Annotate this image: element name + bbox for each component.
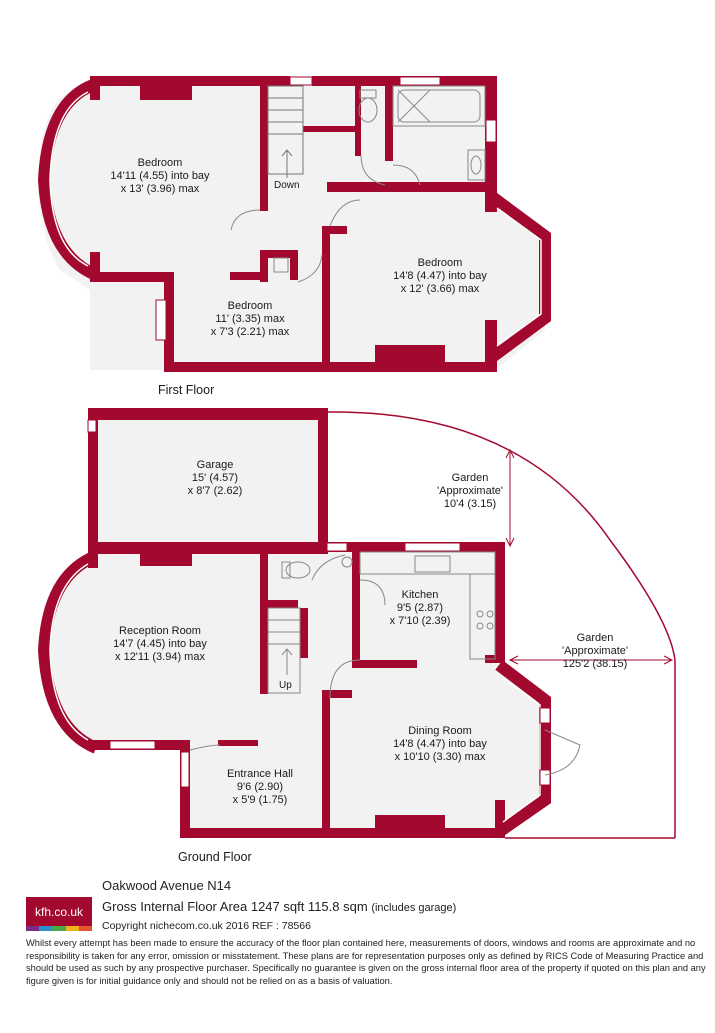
gross-internal-area: Gross Internal Floor Area 1247 sqft 115.…: [102, 899, 456, 914]
room-dimension: 14'8 (4.47) into bay: [393, 270, 487, 282]
first-floor-plan: [37, 76, 551, 372]
room-dimension: 125'2 (38.15): [562, 658, 628, 670]
room-name: Dining Room: [408, 725, 472, 737]
room-label-dining: Dining Room 14'8 (4.47) into bay x 10'10…: [360, 725, 520, 764]
logo-text: kfh.co.uk: [34, 905, 84, 919]
room-dimension: 'Approximate': [437, 485, 503, 497]
room-dimension: x 12' (3.66) max: [400, 283, 480, 295]
room-name: Reception Room: [119, 625, 201, 637]
kfh-logo: kfh.co.uk: [26, 897, 93, 931]
room-dimension: x 12'11 (3.94) max: [115, 651, 205, 663]
room-dimension: 9'5 (2.87): [396, 602, 444, 614]
room-label-reception: Reception Room 14'7 (4.45) into bay x 12…: [80, 625, 240, 664]
logo-bar: [52, 926, 66, 931]
room-name: Kitchen: [401, 589, 439, 601]
room-dimension: 14'7 (4.45) into bay: [113, 638, 207, 650]
room-name: Garden: [451, 472, 489, 484]
room-dimension: 15' (4.57): [191, 472, 239, 484]
room-dimension: x 8'7 (2.62): [187, 485, 243, 497]
room-label-bedroom-front: Bedroom 14'11 (4.55) into bay x 13' (3.9…: [80, 157, 240, 196]
room-dimension: 14'8 (4.47) into bay: [393, 738, 487, 750]
stairs-up-label: Up: [279, 680, 292, 691]
room-label-bedroom-small: Bedroom 11' (3.35) max x 7'3 (2.21) max: [180, 300, 320, 339]
logo-bar: [26, 926, 40, 931]
room-dimension: x 7'3 (2.21) max: [210, 326, 290, 338]
room-dimension: 9'6 (2.90): [236, 781, 284, 793]
room-label-kitchen: Kitchen 9'5 (2.87) x 7'10 (2.39): [370, 589, 470, 628]
stairs-down-label: Down: [274, 180, 300, 191]
room-dimension: x 7'10 (2.39): [389, 615, 451, 627]
ground-floor-title: Ground Floor: [178, 850, 252, 864]
property-address: Oakwood Avenue N14: [102, 878, 232, 893]
room-dimension: 14'11 (4.55) into bay: [110, 170, 210, 182]
room-name: Bedroom: [137, 157, 183, 169]
room-dimension: x 5'9 (1.75): [232, 794, 288, 806]
room-name: Bedroom: [417, 257, 463, 269]
gia-text: Gross Internal Floor Area 1247 sqft 115.…: [102, 899, 368, 914]
logo-color-bars: [26, 926, 93, 931]
logo-bar: [78, 926, 93, 931]
room-label-entrance-hall: Entrance Hall 9'6 (2.90) x 5'9 (1.75): [200, 768, 320, 807]
room-name: Entrance Hall: [226, 768, 294, 780]
logo-bar: [65, 926, 79, 931]
room-name: Garage: [196, 459, 234, 471]
room-dimension: x 10'10 (3.30) max: [394, 751, 486, 763]
floor-plan-drawing: [37, 76, 676, 839]
room-label-garden-top: Garden 'Approximate' 10'4 (3.15): [405, 472, 535, 511]
room-label-garage: Garage 15' (4.57) x 8'7 (2.62): [140, 459, 290, 498]
disclaimer: Whilst every attempt has been made to en…: [26, 938, 706, 986]
room-dimension: 10'4 (3.15): [443, 498, 497, 510]
room-label-garden-side: Garden 'Approximate' 125'2 (38.15): [530, 632, 660, 671]
room-name: Bedroom: [227, 300, 273, 312]
copyright-line: Copyright nichecom.co.uk 2016 REF : 7856…: [102, 920, 311, 932]
room-dimension: x 13' (3.96) max: [120, 183, 200, 195]
room-dimension: 11' (3.35) max: [215, 313, 285, 325]
logo-bar: [39, 926, 53, 931]
gia-note: (includes garage): [371, 902, 457, 914]
first-floor-title: First Floor: [158, 383, 215, 397]
ground-floor-plan: [37, 408, 676, 839]
room-dimension: 'Approximate': [562, 645, 628, 657]
room-label-bedroom-rear: Bedroom 14'8 (4.47) into bay x 12' (3.66…: [360, 257, 520, 296]
room-name: Garden: [576, 632, 614, 644]
